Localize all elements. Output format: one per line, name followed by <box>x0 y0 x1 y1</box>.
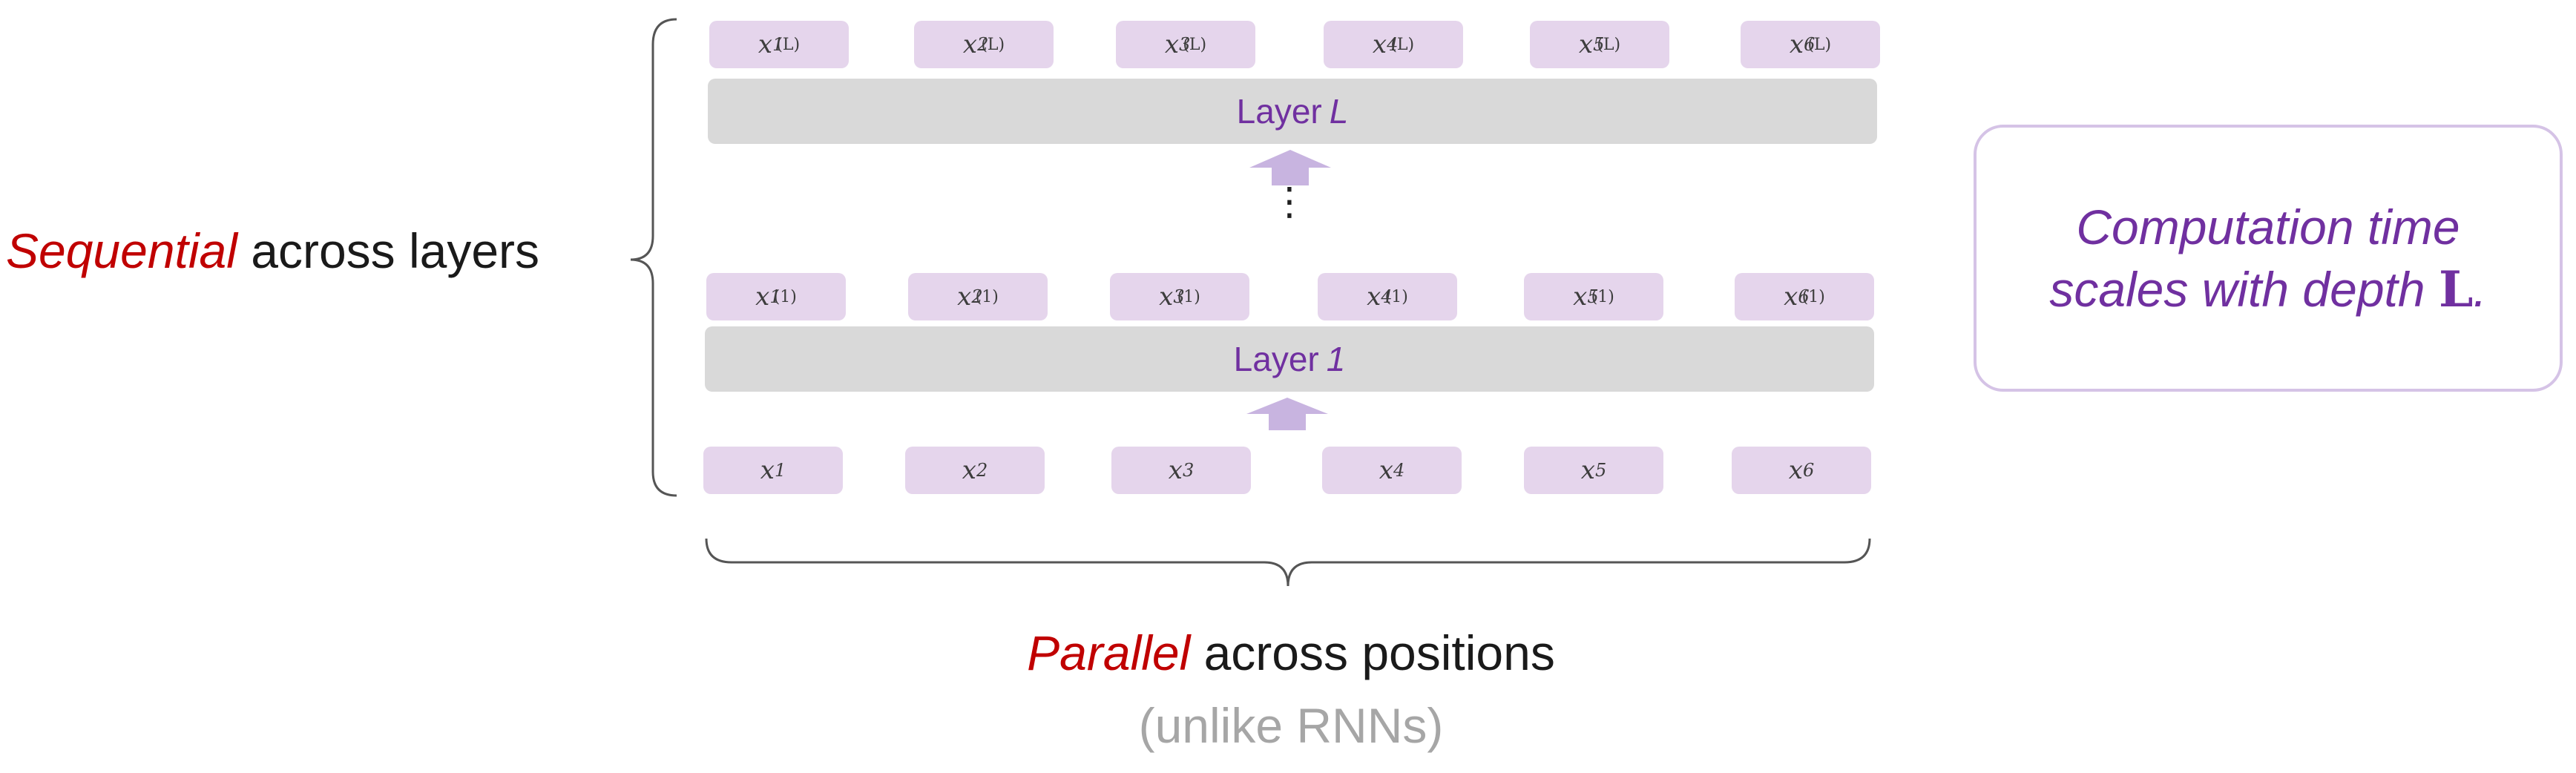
parallel-accent: Parallel <box>1027 625 1191 680</box>
parallel-note: (unlike RNNs) <box>1138 698 1444 753</box>
vertical-ellipsis: ⋮ <box>1270 180 1309 224</box>
layer-L-prefix: Layer <box>1236 92 1322 131</box>
bottom-brace <box>705 538 1871 587</box>
parallel-rest: across positions <box>1190 625 1555 680</box>
sequential-label: Sequential across layers <box>6 223 539 279</box>
callout-depth-var: L <box>2438 260 2474 318</box>
left-brace <box>630 18 677 497</box>
callout-line-2: scales with depth L. <box>2049 260 2487 318</box>
computation-callout: Computation time scales with depth L. <box>1974 125 2563 392</box>
layer-1-index: 1 <box>1326 340 1346 378</box>
sequential-accent: Sequential <box>6 223 237 278</box>
parallel-label: Parallel across positions <box>861 625 1721 681</box>
layer-1-prefix: Layer <box>1233 340 1319 378</box>
up-arrow-bottom <box>1246 398 1328 430</box>
sequential-rest: across layers <box>237 223 540 278</box>
layer-L-index: L <box>1329 92 1349 131</box>
up-arrow-top <box>1249 150 1331 185</box>
callout-line-1: Computation time <box>2076 200 2460 254</box>
